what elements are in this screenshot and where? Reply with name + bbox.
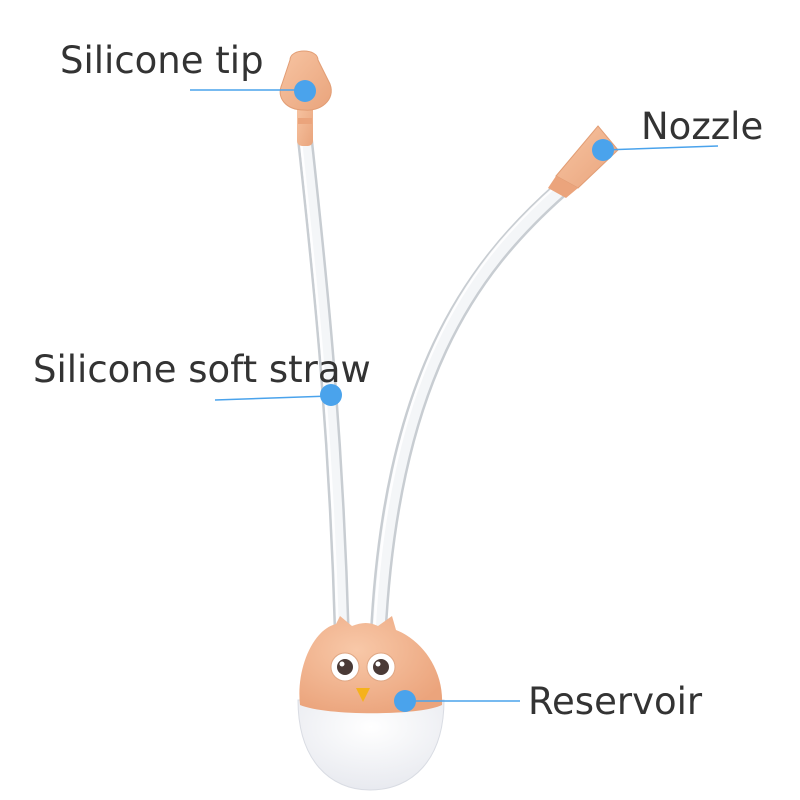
callout-reservoir bbox=[394, 690, 520, 712]
nozzle-label: Nozzle bbox=[641, 105, 764, 148]
callout-silicone-tip bbox=[190, 80, 316, 102]
left-straw-tube bbox=[297, 132, 350, 648]
callout-nozzle bbox=[592, 139, 719, 161]
reservoir-part bbox=[297, 616, 445, 791]
callout-silicone-soft-straw bbox=[214, 384, 342, 406]
nozzle-part bbox=[548, 125, 619, 198]
silicone-soft-straw-label: Silicone soft straw bbox=[33, 348, 371, 391]
reservoir-label: Reservoir bbox=[528, 680, 703, 723]
silicone-tip-label: Silicone tip bbox=[60, 39, 264, 82]
right-straw-tube bbox=[369, 181, 569, 649]
